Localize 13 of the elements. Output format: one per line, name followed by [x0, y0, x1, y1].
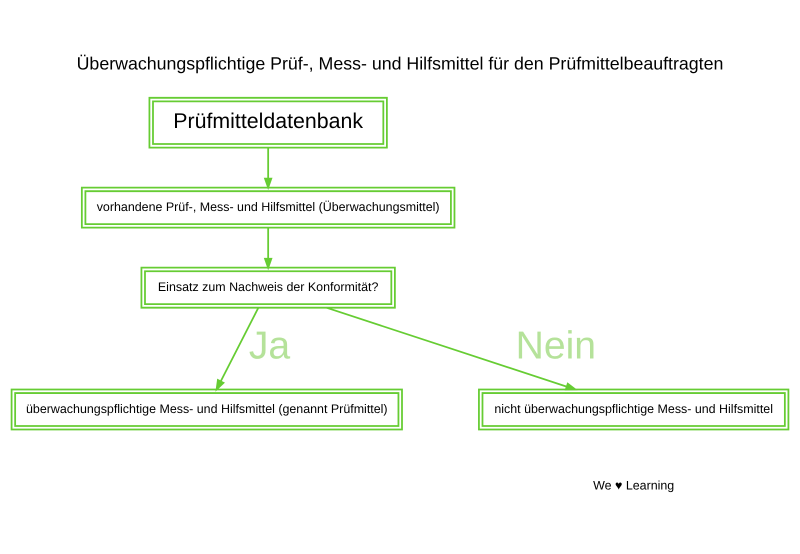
node-box: überwachungspflichtige Mess- und Hilfsmittel (genannt Prüfmittel): [10, 388, 403, 430]
arrow: [326, 306, 578, 391]
edge-label: Nein: [516, 324, 596, 368]
edge-label: Ja: [248, 324, 290, 368]
node-box: vorhandene Prüf-, Mess- und Hilfsmittel (Überwachungsmittel): [80, 186, 456, 229]
arrow: [215, 307, 260, 392]
diagram-title: Überwachungspflichtige Prüf-, Mess- und Hilfsmittel für den Prüfmittelbeauftragten: [76, 53, 724, 74]
arrow: [264, 228, 273, 270]
node-box: nicht überwachungspflichtige Mess- und Hilfsmittel: [478, 388, 790, 430]
arrow: [264, 148, 273, 190]
node-box: Einsatz zum Nachweis der Konformität?: [140, 266, 396, 309]
label: We ♥ Learning: [593, 478, 674, 492]
node-box: Prüfmitteldatenbank: [148, 96, 388, 148]
